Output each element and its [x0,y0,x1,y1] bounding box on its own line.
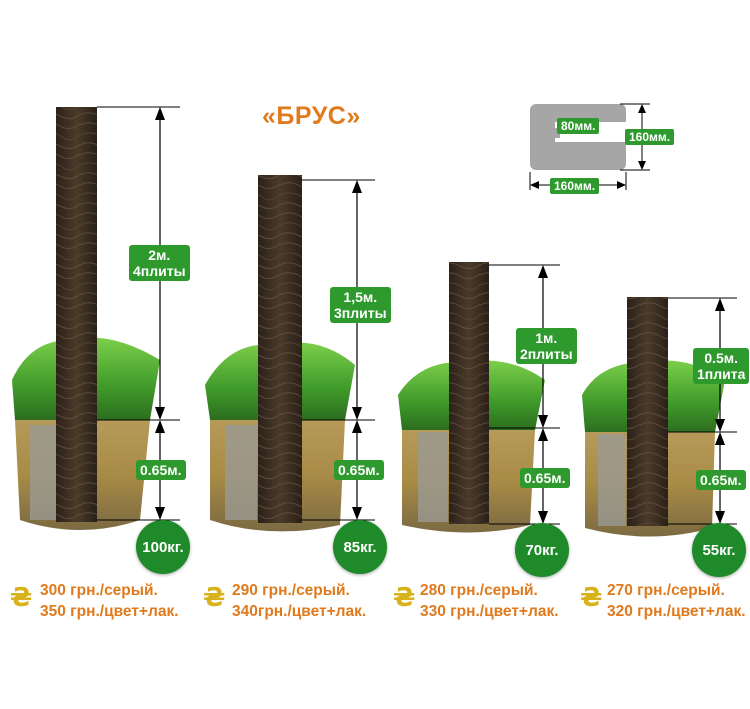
post-1-prices: 300 грн./серый. 350 грн./цвет+лак. [40,582,179,620]
post-4-below-label: 0.65м. [696,470,746,490]
currency-icon: ₴ [10,583,33,613]
post-3-above-label: 1м. 2плиты [516,328,577,364]
post-2-weight-badge: 85кг. [333,520,387,574]
currency-icon: ₴ [393,583,416,613]
post-1-above-label: 2м. 4плиты [129,245,190,281]
post-1-weight-badge: 100кг. [136,520,190,574]
post-4 [582,297,737,537]
post-3-prices: 280 грн./серый. 330 грн./цвет+лак. [420,582,559,620]
post-1 [12,106,180,530]
post-2-above-label: 1,5м. 3плиты [330,287,391,323]
currency-icon: ₴ [580,583,603,613]
post-4-prices: 270 грн./серый. 320 грн./цвет+лак. [607,582,746,620]
profile-inner-label: 80мм. [557,118,600,134]
post-3-below-label: 0.65м. [520,468,570,488]
profile-height-label: 160мм. [625,129,675,145]
post-3 [398,262,560,533]
page-title: «БРУС» [262,102,361,130]
post-4-above-label: 0.5м. 1плита [693,348,750,384]
post-2-prices: 290 грн./серый. 340грн./цвет+лак. [232,582,367,620]
currency-icon: ₴ [203,583,226,613]
post-3-weight-badge: 70кг. [515,523,569,577]
post-2 [205,175,375,532]
post-4-weight-badge: 55кг. [692,523,746,577]
profile-width-label: 160мм. [550,178,600,194]
post-2-below-label: 0.65м. [334,460,384,480]
post-1-below-label: 0.65м. [136,460,186,480]
